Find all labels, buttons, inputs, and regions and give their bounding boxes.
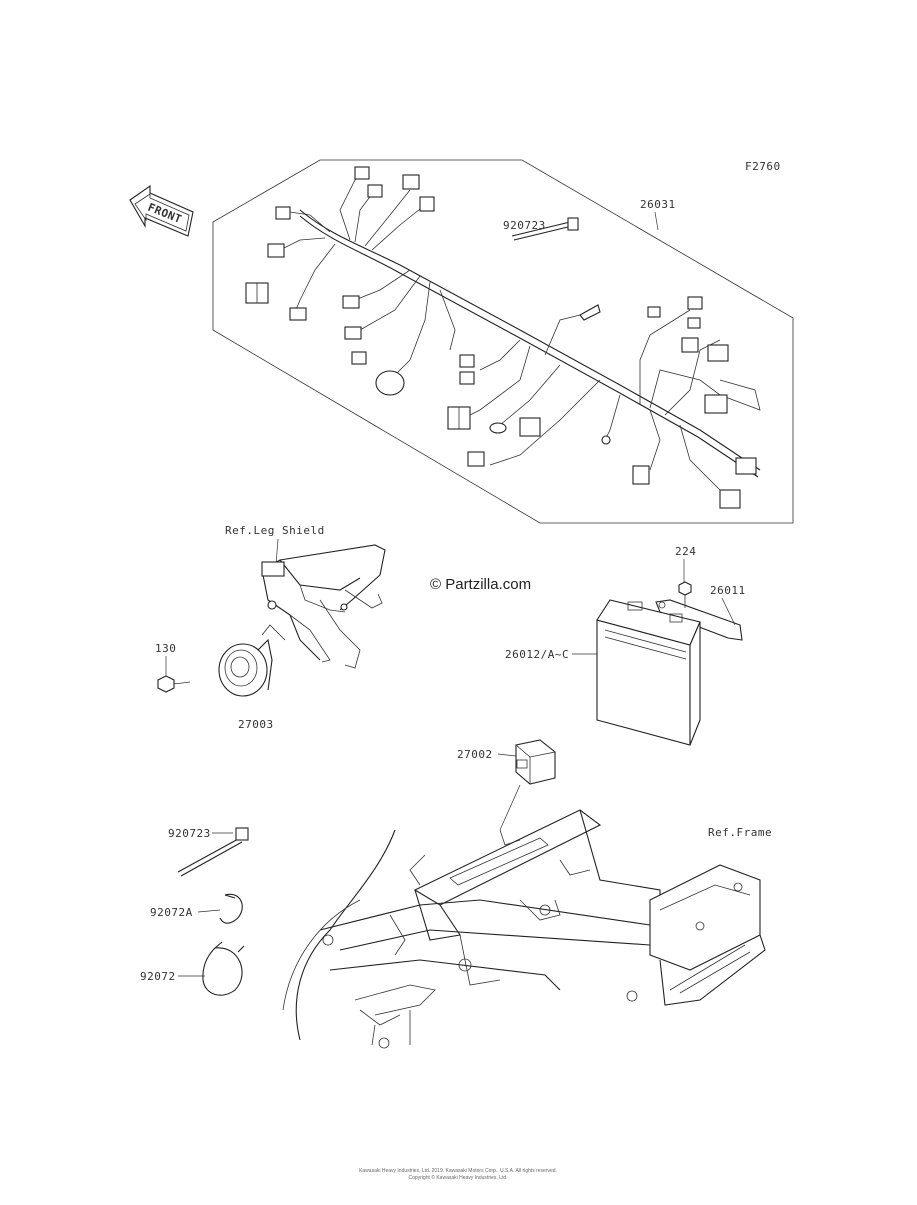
footer-line-1: Kawasaki Heavy Industries, Ltd. 2019. Ka…: [359, 1168, 557, 1174]
wire-harness: [245, 166, 761, 509]
battery: [596, 599, 701, 746]
band-lower: [177, 827, 249, 877]
horn-bolt: [157, 675, 191, 693]
clamp-large: [202, 941, 245, 996]
ref-frame: Ref.Frame: [708, 826, 772, 839]
part-label-battery-bolt: 224: [675, 545, 696, 558]
horn: [218, 624, 286, 697]
harness-outline: [212, 159, 794, 524]
relay: [515, 739, 556, 785]
frame: [282, 809, 766, 1049]
ref-leg-shield: Ref.Leg Shield: [225, 524, 325, 537]
part-label-battery-band: 26011: [710, 584, 746, 597]
diagram-code: F2760: [745, 160, 781, 173]
part-label-band-lower: 920723: [168, 827, 211, 840]
part-label-clamp-small: 92072A: [150, 906, 193, 919]
part-label-relay: 27002: [457, 748, 493, 761]
part-label-band-upper: 920723: [503, 219, 546, 232]
front-arrow-icon: FRONT: [129, 184, 194, 237]
part-label-clamp-large: 92072: [140, 970, 176, 983]
watermark: © Partzilla.com: [430, 576, 531, 593]
footer-line-2: Copyright © Kawasaki Heavy Industries, L…: [408, 1174, 507, 1181]
band-upper: [511, 217, 579, 241]
part-label-battery: 26012/A~C: [505, 648, 569, 661]
part-label-horn: 27003: [238, 718, 274, 731]
leg-shield-bracket: [261, 544, 386, 669]
part-label-horn-bolt: 130: [155, 642, 176, 655]
clamp-small: [219, 893, 243, 924]
part-label-harness: 26031: [640, 198, 676, 211]
